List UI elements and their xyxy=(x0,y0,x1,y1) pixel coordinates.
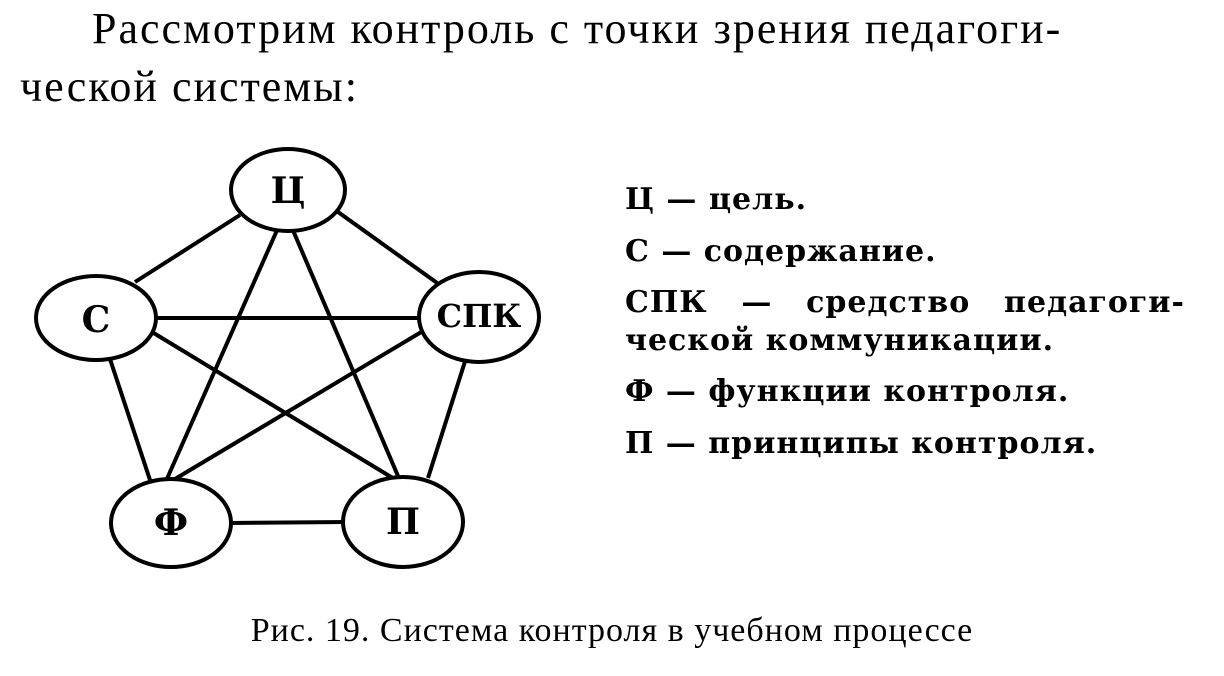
legend-item: Ф — функции контроля. xyxy=(625,372,1185,424)
intro-line-1: Рассмотрим контроль с точки зрения педаг… xyxy=(92,4,1063,53)
node-goal-label: Ц xyxy=(271,170,306,212)
legend-item-text-continued: ческой коммуникации. xyxy=(625,323,1055,358)
node-functions xyxy=(109,477,233,569)
node-content xyxy=(34,274,158,362)
edge-ts-spk xyxy=(336,210,442,287)
figure-caption: Рис. 19. Система контроля в учебном проц… xyxy=(250,612,974,649)
legend-item: П — принципы контроля. xyxy=(625,424,1185,476)
node-principles-label: П xyxy=(386,501,420,543)
edge-f-p xyxy=(227,520,349,525)
node-principles xyxy=(341,475,465,569)
node-content-label: С xyxy=(82,299,111,341)
node-goal xyxy=(229,147,347,233)
legend-item: С — содержание. xyxy=(625,232,1185,284)
diagram-edges xyxy=(105,210,470,525)
legend-item-text: П — принципы контроля. xyxy=(625,426,1098,461)
edge-spk-f xyxy=(168,326,430,484)
edge-c-ts xyxy=(133,213,242,284)
legend-item-text: СПК — средство педагоги- xyxy=(625,285,1185,320)
node-communication-means-label: СПК xyxy=(437,297,522,335)
node-functions-label: Ф xyxy=(154,502,188,544)
diagram-legend: Ц — цель. С — содержание. СПК — средство… xyxy=(625,180,1185,476)
legend-item: СПК — средство педагоги- ческой коммуник… xyxy=(625,284,1185,372)
diagram-node-labels: Ц С СПК Ф П xyxy=(82,170,522,544)
legend-item-text: С — содержание. xyxy=(625,234,937,269)
edge-c-p xyxy=(150,330,398,482)
intro-line-2: ческой системы: xyxy=(20,62,359,111)
legend-item-text: Ф — функции контроля. xyxy=(625,374,1070,409)
diagram-nodes xyxy=(34,147,541,569)
node-communication-means xyxy=(417,270,541,364)
legend-item: Ц — цель. xyxy=(625,180,1185,232)
intro-paragraph: Рассмотрим контроль с точки зрения педаг… xyxy=(20,0,1210,116)
edge-ts-p xyxy=(290,227,400,477)
edge-spk-p xyxy=(426,351,470,479)
legend-item-text: Ц — цель. xyxy=(625,182,808,217)
edge-c-f xyxy=(105,349,152,481)
edge-ts-f xyxy=(164,227,280,482)
